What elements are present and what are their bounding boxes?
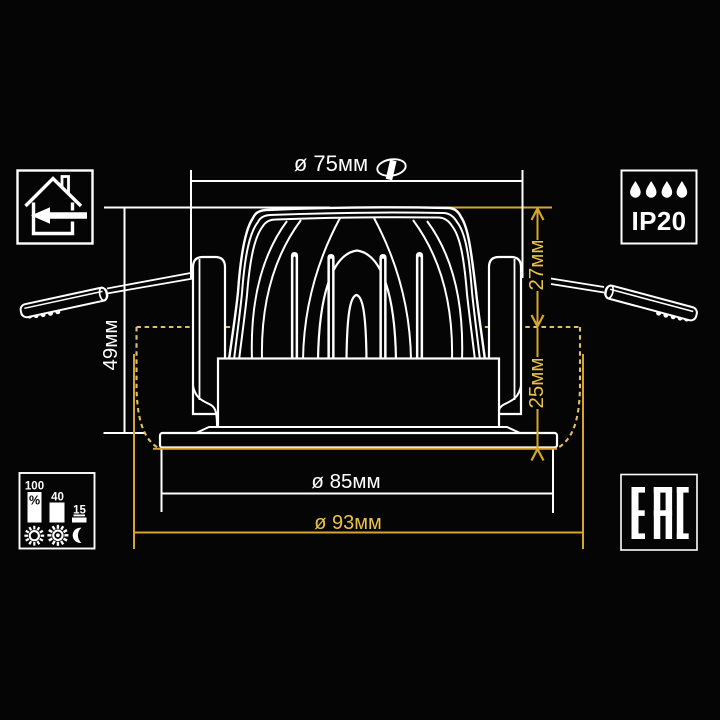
svg-text:49мм: 49мм — [99, 320, 122, 371]
svg-text:IP20: IP20 — [631, 206, 686, 236]
svg-text:100: 100 — [25, 481, 44, 493]
svg-text:40: 40 — [51, 492, 64, 504]
svg-text:ø 85мм: ø 85мм — [311, 470, 380, 493]
svg-text:ø 93мм: ø 93мм — [314, 512, 382, 534]
svg-text:%: % — [29, 494, 40, 508]
svg-text:ø 75мм: ø 75мм — [294, 151, 368, 176]
svg-text:15: 15 — [73, 505, 86, 517]
svg-text:25мм: 25мм — [525, 358, 548, 409]
svg-text:27мм: 27мм — [525, 240, 548, 291]
